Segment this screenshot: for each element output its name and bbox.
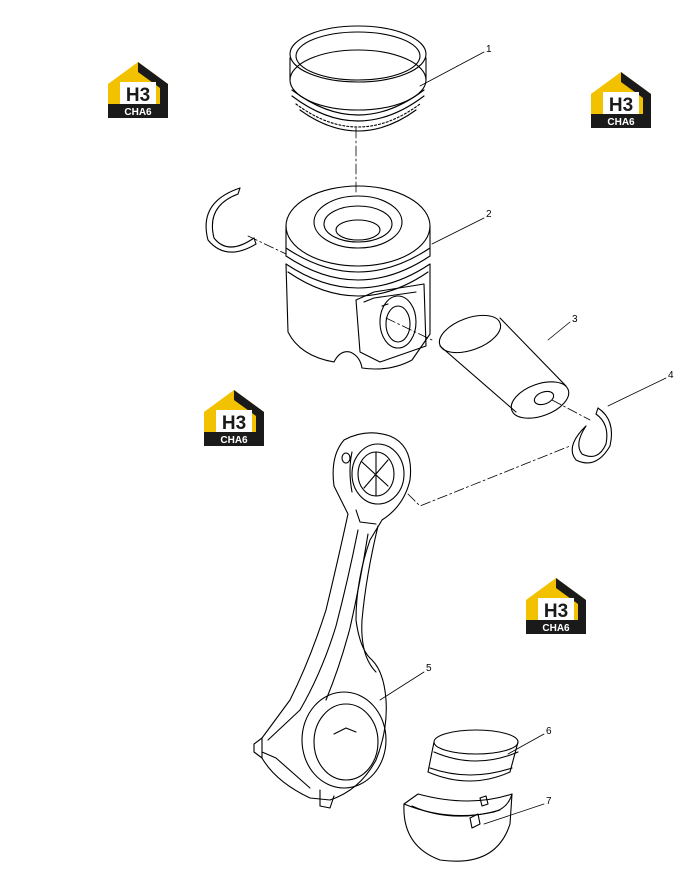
connecting-rod <box>253 432 412 809</box>
watermark-bottom-text: CHA6 <box>124 107 152 118</box>
watermark-logo-1: H3 CHA6 <box>108 62 168 118</box>
callout-6: 6 <box>546 726 552 737</box>
watermark-logo-4: H3 CHA6 <box>526 578 586 634</box>
watermark-bottom-text: CHA6 <box>220 435 248 446</box>
retaining-ring-left <box>205 187 257 253</box>
watermark-logo-3: H3 CHA6 <box>204 390 264 446</box>
watermark-top-text: H3 <box>609 95 633 116</box>
watermark-top-text: H3 <box>544 601 568 622</box>
callout-7: 7 <box>546 796 552 807</box>
callout-3: 3 <box>572 314 578 325</box>
bearing-shell-upper <box>427 729 519 782</box>
piston-rings <box>289 25 427 132</box>
watermark-bottom-text: CHA6 <box>607 117 635 128</box>
callout-2: 2 <box>486 209 492 220</box>
bearing-shell-lower <box>403 793 513 862</box>
callout-4: 4 <box>668 370 674 381</box>
watermark-top-text: H3 <box>126 85 150 106</box>
piston <box>285 185 431 370</box>
retaining-ring-right <box>571 407 613 464</box>
watermark-logo-2: H3 CHA6 <box>591 72 651 128</box>
center-lines <box>247 127 591 507</box>
leader-lines <box>379 51 667 825</box>
callout-5: 5 <box>426 663 432 674</box>
watermark-top-text: H3 <box>222 413 246 434</box>
piston-pin <box>438 314 570 419</box>
callout-1: 1 <box>486 44 492 55</box>
watermark-bottom-text: CHA6 <box>542 623 570 634</box>
